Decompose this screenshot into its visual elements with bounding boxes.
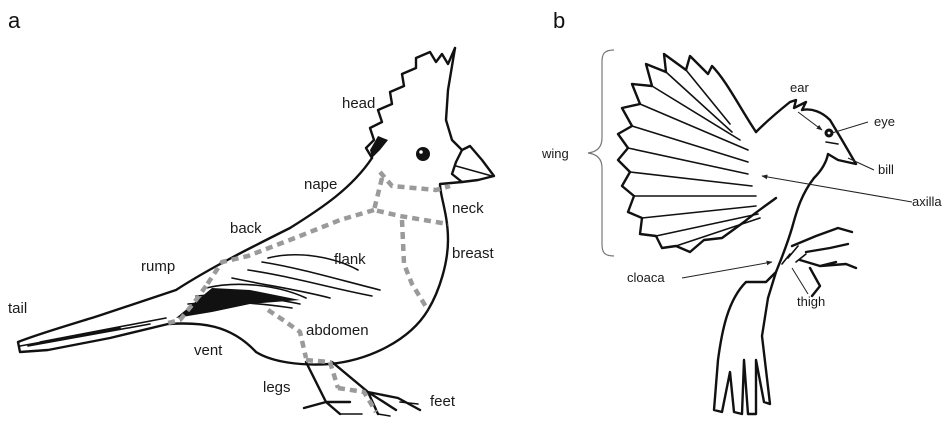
panel-a: a	[8, 8, 495, 416]
panel-a-letter: a	[8, 8, 21, 33]
panel-b-letter: b	[553, 8, 565, 33]
label-eye: eye	[874, 114, 895, 129]
bird-in-flight-drawing	[618, 54, 856, 414]
label-rump: rump	[141, 258, 175, 275]
label-feet: feet	[430, 393, 456, 410]
label-tail: tail	[8, 300, 27, 317]
label-flank: flank	[334, 251, 366, 268]
label-vent: vent	[194, 342, 223, 359]
label-bill: bill	[878, 162, 894, 177]
label-neck: neck	[452, 200, 484, 217]
panel-b: b ear eye wing	[541, 8, 942, 414]
label-wing: wing	[541, 146, 569, 161]
eye-dot	[416, 147, 430, 161]
label-breast: breast	[452, 245, 495, 262]
label-head: head	[342, 95, 375, 112]
legs-b	[792, 228, 856, 296]
beak-outline	[452, 146, 494, 182]
label-legs: legs	[263, 379, 291, 396]
wing-bracket	[588, 50, 614, 256]
leg-right	[332, 362, 420, 414]
wing-primaries	[176, 288, 300, 318]
label-abdomen: abdomen	[306, 322, 369, 339]
label-cloaca: cloaca	[627, 270, 665, 285]
head-outline	[756, 100, 856, 178]
beak-line	[826, 142, 838, 144]
leader-lines	[682, 112, 912, 294]
label-axilla: axilla	[912, 194, 942, 209]
label-back: back	[230, 220, 262, 237]
wing-feather-lines	[628, 70, 760, 246]
toes	[340, 402, 418, 416]
label-ear: ear	[790, 80, 809, 95]
label-thigh: thigh	[797, 294, 825, 309]
label-nape: nape	[304, 176, 337, 193]
